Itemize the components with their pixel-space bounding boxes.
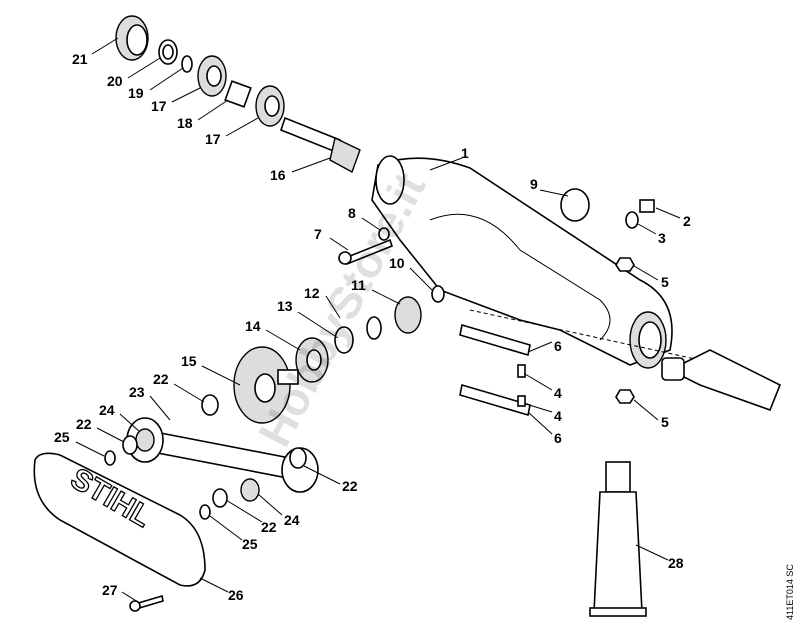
ring-9 — [560, 188, 590, 222]
label-28: 28 — [668, 555, 684, 571]
label-6: 6 — [554, 430, 562, 446]
label-3: 3 — [658, 230, 666, 246]
label-5: 5 — [661, 274, 669, 290]
shaft-16 — [280, 116, 361, 174]
label-14: 14 — [245, 318, 261, 334]
plug-2 — [639, 199, 655, 213]
label-1: 1 — [461, 145, 469, 161]
label-24: 24 — [99, 402, 115, 418]
housing-1 — [371, 155, 701, 369]
label-22: 22 — [153, 371, 169, 387]
ring-20 — [158, 39, 178, 65]
gear-15 — [233, 346, 299, 424]
label-26: 26 — [228, 587, 244, 603]
screws-4 — [517, 364, 526, 407]
washer-3 — [625, 211, 639, 229]
label-5: 5 — [661, 414, 669, 430]
label-25: 25 — [242, 536, 258, 552]
circlip-19 — [181, 55, 193, 73]
label-4: 4 — [554, 385, 562, 401]
bearing-14 — [295, 337, 329, 383]
plates-6 — [459, 323, 531, 417]
label-18: 18 — [177, 115, 193, 131]
bearing-10-11 — [394, 285, 445, 334]
grease-tube-28 — [589, 461, 647, 617]
screw-7 — [338, 238, 393, 266]
label-10: 10 — [389, 255, 405, 271]
drawing-code: 411ET014 SC — [785, 564, 795, 620]
label-22: 22 — [261, 519, 277, 535]
tube-end — [661, 349, 782, 412]
nuts-5 — [615, 257, 635, 404]
bearing-17a — [197, 55, 227, 97]
label-21: 21 — [72, 51, 88, 67]
sleeve-18 — [224, 80, 252, 108]
label-8: 8 — [348, 205, 356, 221]
label-25: 25 — [54, 429, 70, 445]
label-7: 7 — [314, 226, 322, 242]
label-15: 15 — [181, 353, 197, 369]
label-12: 12 — [304, 285, 320, 301]
nut-21 — [115, 15, 149, 61]
circlip-12-13 — [334, 316, 382, 354]
label-20: 20 — [107, 73, 123, 89]
washers-22-25 — [104, 394, 307, 520]
screw-27 — [129, 594, 164, 612]
label-22: 22 — [342, 478, 358, 494]
label-17: 17 — [205, 131, 221, 147]
label-4: 4 — [554, 408, 562, 424]
label-22: 22 — [76, 416, 92, 432]
label-11: 11 — [351, 277, 366, 293]
label-9: 9 — [530, 176, 538, 192]
label-19: 19 — [128, 85, 144, 101]
leader-lines — [75, 37, 681, 603]
cover-26: STIHL — [33, 452, 206, 587]
label-24: 24 — [284, 512, 300, 528]
label-6: 6 — [554, 338, 562, 354]
label-27: 27 — [102, 582, 118, 598]
label-23: 23 — [129, 384, 145, 400]
label-2: 2 — [683, 213, 691, 229]
label-17: 17 — [151, 98, 167, 114]
washer-8 — [378, 227, 390, 241]
bearing-17b — [255, 85, 285, 127]
label-16: 16 — [270, 167, 286, 183]
label-13: 13 — [277, 298, 293, 314]
